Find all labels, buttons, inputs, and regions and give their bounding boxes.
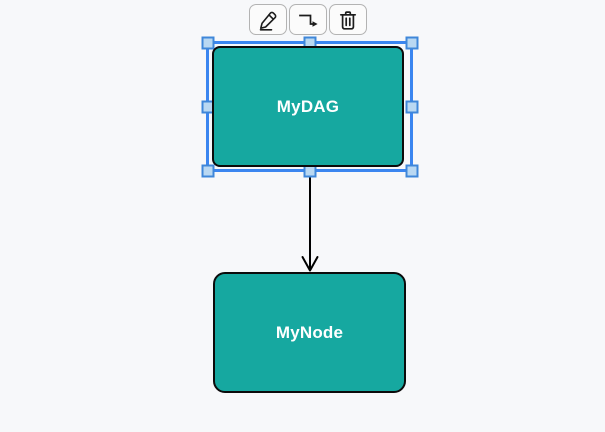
resize-handle-nw[interactable] bbox=[201, 36, 214, 49]
connect-node-button[interactable] bbox=[289, 4, 327, 35]
resize-handle-ne[interactable] bbox=[405, 36, 418, 49]
node-mynode-label: MyNode bbox=[275, 322, 344, 342]
node-mydag[interactable]: MyDAG bbox=[212, 46, 404, 167]
trash-icon bbox=[336, 8, 360, 32]
resize-handle-e[interactable] bbox=[405, 100, 418, 113]
resize-handle-se[interactable] bbox=[405, 164, 418, 177]
node-mynode[interactable]: MyNode bbox=[213, 272, 406, 393]
elbow-connector-icon bbox=[296, 8, 320, 32]
edit-node-button[interactable] bbox=[249, 4, 287, 35]
pencil-icon bbox=[256, 8, 280, 32]
delete-node-button[interactable] bbox=[329, 4, 367, 35]
resize-handle-sw[interactable] bbox=[201, 164, 214, 177]
node-toolbar bbox=[249, 4, 367, 35]
node-mydag-label: MyDAG bbox=[276, 96, 340, 116]
selection-marquee bbox=[201, 36, 418, 177]
